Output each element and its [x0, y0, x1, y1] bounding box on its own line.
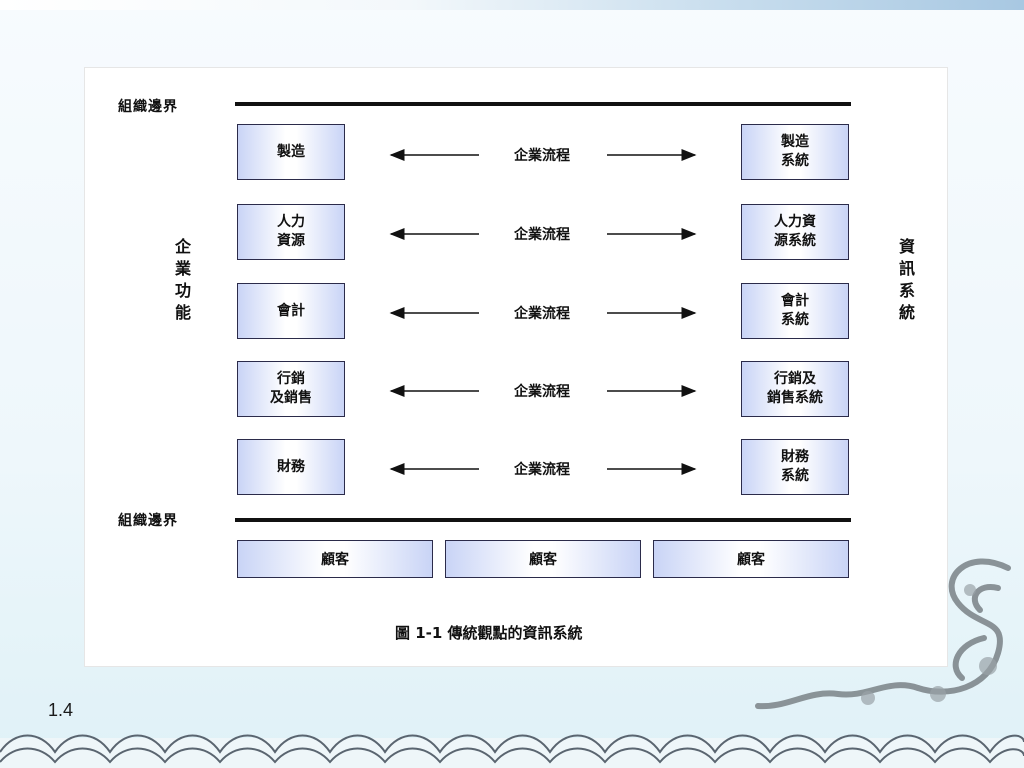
top-boundary-label: 組織邊界: [118, 99, 178, 115]
system-box-marketing-sales: 行銷及 銷售系統: [741, 361, 849, 417]
system-box-finance: 財務 系統: [741, 439, 849, 495]
function-box-manufacturing: 製造: [237, 124, 345, 180]
function-box-marketing-sales: 行銷 及銷售: [237, 361, 345, 417]
business-process-label: 企業流程: [514, 227, 570, 243]
bottom-boundary-line: [235, 518, 851, 522]
customer-box: 顧客: [445, 540, 641, 578]
figure-caption: 圖 1-1 傳統觀點的資訊系統: [395, 624, 583, 642]
wave-decoration-band: [0, 734, 1024, 768]
function-box-accounting: 會計: [237, 283, 345, 339]
page-number: 1.4: [48, 700, 74, 720]
top-boundary-line: [235, 102, 851, 106]
business-process-label: 企業流程: [514, 306, 570, 322]
function-box-finance: 財務: [237, 439, 345, 495]
business-process-label: 企業流程: [514, 462, 570, 478]
top-gradient-strip: [0, 0, 1024, 10]
figure-panel: 組織邊界 組織邊界 企業功能 資訊系統 製造 人力 資源 會計 行銷 及銷售 財…: [85, 68, 947, 666]
business-process-label: 企業流程: [514, 384, 570, 400]
business-process-label: 企業流程: [514, 148, 570, 164]
information-systems-label: 資訊系統: [896, 238, 915, 326]
bottom-boundary-label: 組織邊界: [118, 513, 178, 529]
dragon-decoration-icon: [755, 558, 1011, 710]
system-box-hr: 人力資 源系統: [741, 204, 849, 260]
business-functions-label: 企業功能: [172, 238, 191, 326]
customer-box: 顧客: [653, 540, 849, 578]
process-arrows: [389, 149, 697, 475]
customer-box: 顧客: [237, 540, 433, 578]
system-box-accounting: 會計 系統: [741, 283, 849, 339]
function-box-hr: 人力 資源: [237, 204, 345, 260]
system-box-manufacturing: 製造 系統: [741, 124, 849, 180]
